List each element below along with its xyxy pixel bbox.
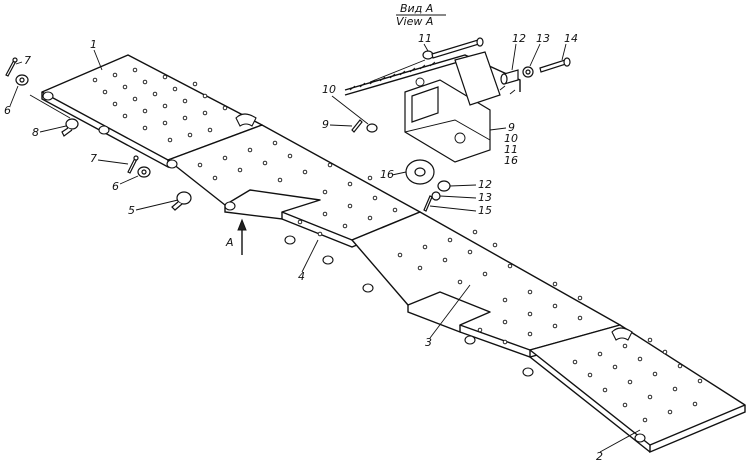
callout-8: 8 <box>32 126 39 139</box>
callout-16-left: 16 <box>380 168 394 181</box>
perforation-holes <box>92 67 703 423</box>
hinge-lugs <box>42 91 646 443</box>
callout-15: 15 <box>478 204 492 217</box>
bushing-12-lower <box>437 180 451 192</box>
view-a-arrow-label: А <box>225 236 234 249</box>
callout-4: 4 <box>298 270 305 283</box>
callout-9-right: 9 <box>508 121 515 134</box>
washer-10-left <box>366 123 378 133</box>
callout-12-top: 12 <box>512 32 526 45</box>
bolt-11 <box>422 37 484 60</box>
view-title-ru: Вид А <box>400 2 433 15</box>
callout-6-lower: 6 <box>112 180 119 193</box>
cotter-pin-9-left <box>351 119 363 133</box>
washer-6-lower <box>137 166 151 178</box>
callout-14: 14 <box>564 32 578 45</box>
callout-9-left: 9 <box>322 118 329 131</box>
callout-7-lower: 7 <box>90 152 97 165</box>
view-title-en: View A <box>396 15 433 28</box>
callout-12-lower: 12 <box>478 178 492 191</box>
cotter-pin-7-upper <box>5 57 18 77</box>
callout-6-upper: 6 <box>4 104 11 117</box>
callout-10-right: 10 <box>504 132 518 145</box>
bushing-12-upper <box>500 69 519 85</box>
callout-11-right: 11 <box>504 143 518 156</box>
view-a-detail <box>344 37 571 212</box>
view-a-arrow <box>237 218 247 255</box>
step-plate-3 <box>351 211 621 351</box>
pin-5 <box>171 191 192 211</box>
step-plate-2 <box>529 324 746 446</box>
callout-10-left: 10 <box>322 83 336 96</box>
step-plates <box>41 54 746 454</box>
cotter-pin-15 <box>423 195 433 212</box>
callout-3: 3 <box>425 336 432 349</box>
view-a-title: Вид А View A <box>396 2 446 28</box>
callout-13-lower: 13 <box>478 191 492 204</box>
cotter-pin-7-lower <box>127 155 139 174</box>
callout-1: 1 <box>90 38 97 51</box>
washer-13-lower <box>431 191 441 201</box>
callout-16-right: 16 <box>504 154 518 167</box>
washer-13-upper <box>522 66 534 78</box>
pin-8 <box>61 118 79 137</box>
callout-5: 5 <box>128 204 135 217</box>
callout-2: 2 <box>596 450 603 462</box>
fasteners-left <box>5 57 247 255</box>
callout-13-top: 13 <box>536 32 550 45</box>
washer-6-upper <box>15 74 29 86</box>
bolt-14 <box>539 57 571 73</box>
callout-7-upper: 7 <box>24 54 31 67</box>
callouts: 1 2 3 4 5 6 6 7 7 8 9 9 10 10 11 11 12 1… <box>4 32 641 462</box>
callout-11-top: 11 <box>418 32 432 45</box>
